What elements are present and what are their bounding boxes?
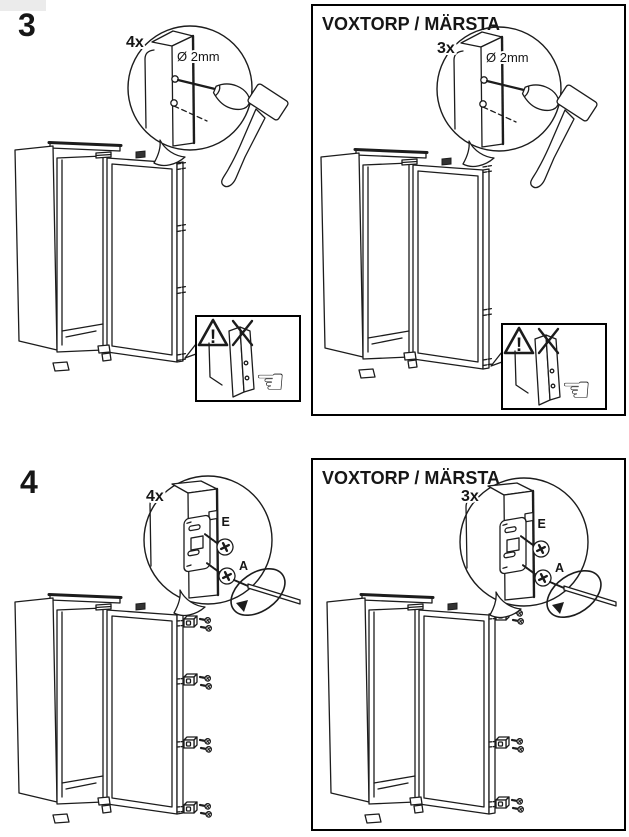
step4-main-illustration: 4 4x xyxy=(13,464,302,825)
cabinet xyxy=(319,148,491,380)
step-number: 3 xyxy=(18,7,36,43)
step3-main-illustration: 3 4x xyxy=(13,7,302,403)
step4-variant-illustration: VOXTORP / MÄRSTA 3x xyxy=(311,458,626,831)
variant-title: VOXTORP / MÄRSTA xyxy=(322,468,500,488)
count-label: 3x xyxy=(461,488,479,505)
cabinet xyxy=(13,593,185,825)
variant-title: VOXTORP / MÄRSTA xyxy=(322,14,500,34)
callout-tail xyxy=(184,343,197,359)
step3-variant-illustration: VOXTORP / MÄRSTA 3x xyxy=(311,4,626,416)
cabinet xyxy=(325,593,497,825)
scan-artifact xyxy=(0,0,46,11)
count-label: 3x xyxy=(437,40,455,57)
magnifier xyxy=(142,474,302,627)
warning-callout xyxy=(500,322,608,411)
cabinet xyxy=(13,141,185,373)
count-label: 4x xyxy=(126,34,144,51)
step-number: 4 xyxy=(20,464,38,500)
count-label: 4x xyxy=(146,488,164,505)
warning-callout xyxy=(194,314,302,403)
